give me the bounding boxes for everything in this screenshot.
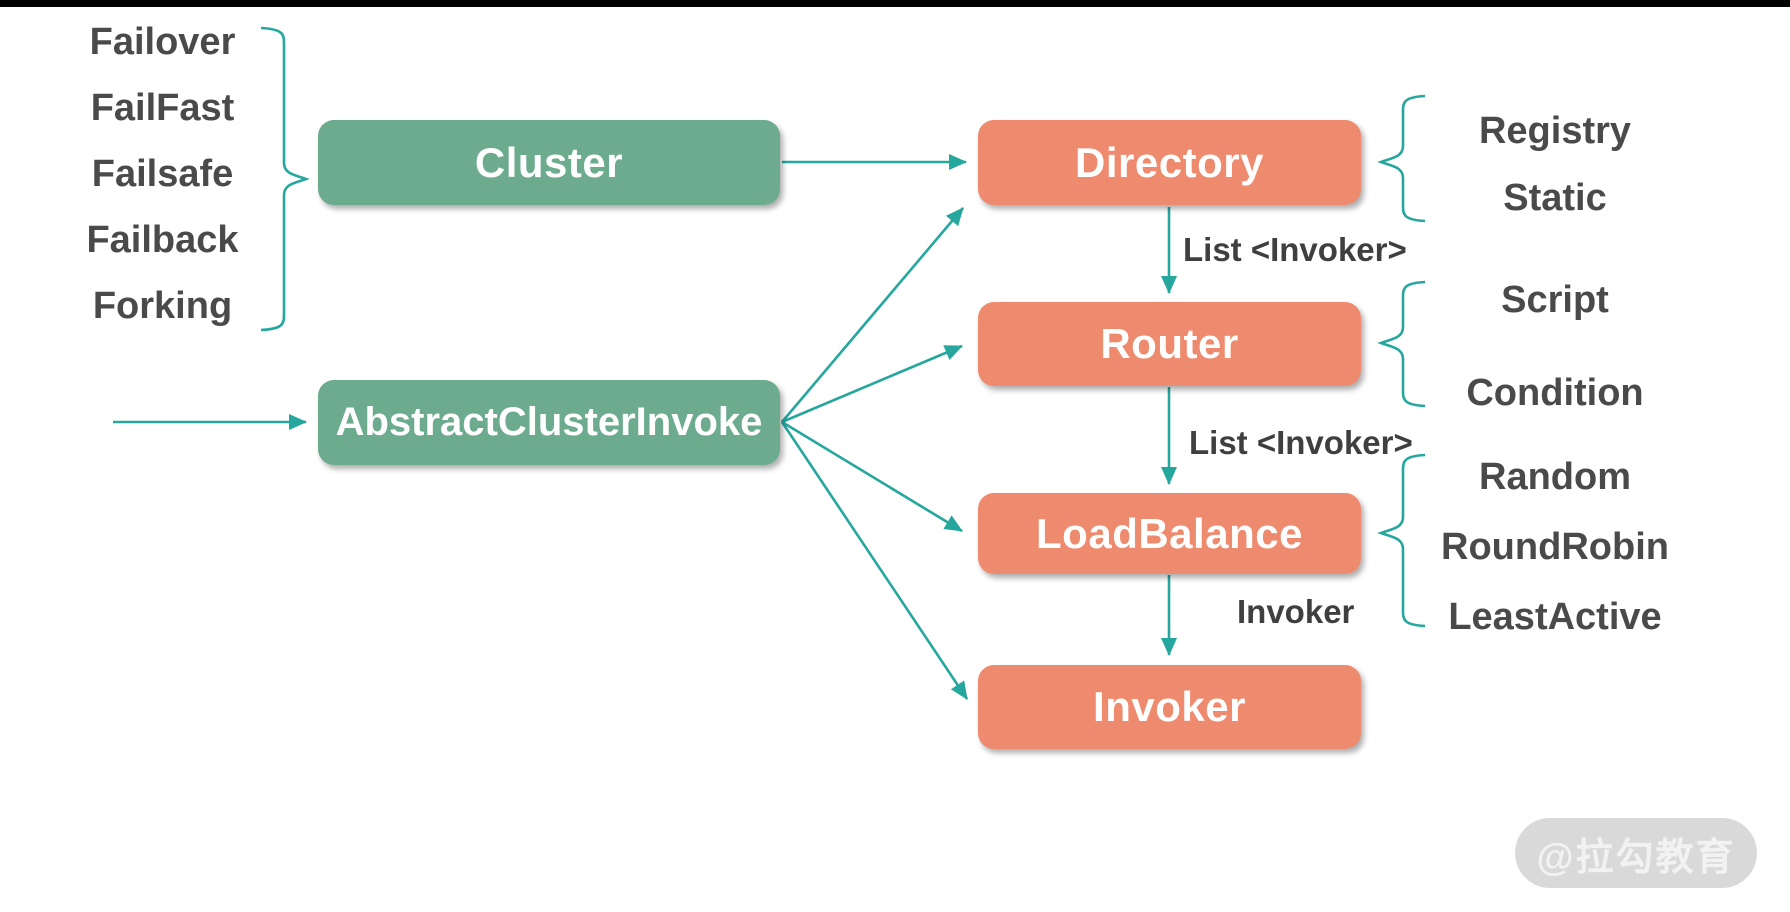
top-bar bbox=[0, 0, 1790, 7]
strategy-failsafe: Failsafe bbox=[91, 153, 234, 195]
node-cluster: Cluster bbox=[318, 120, 780, 205]
edge-aci-to-load-balance bbox=[781, 420, 963, 533]
node-load-balance: LoadBalance bbox=[978, 493, 1361, 574]
impl-static: Static bbox=[1503, 177, 1607, 219]
edge-label-list-invoker-1: List <Invoker> bbox=[1183, 231, 1407, 268]
impl-roundrobin: RoundRobin bbox=[1441, 526, 1669, 568]
node-invoker: Invoker bbox=[978, 665, 1361, 749]
node-directory: Directory bbox=[978, 120, 1361, 205]
impl-leastactive: LeastActive bbox=[1448, 596, 1662, 638]
edge-aci-to-router bbox=[781, 344, 963, 424]
watermark-badge: @拉勾教育 bbox=[1515, 818, 1757, 888]
strategy-forking: Forking bbox=[92, 285, 233, 327]
edge-label-list-invoker-2: List <Invoker> bbox=[1189, 424, 1413, 461]
impl-random: Random bbox=[1479, 456, 1631, 498]
impl-registry: Registry bbox=[1478, 110, 1632, 152]
brace-cluster-strategies bbox=[260, 26, 310, 332]
edge-label-invoker: Invoker bbox=[1237, 593, 1355, 630]
edge-aci-to-invoker bbox=[780, 421, 969, 700]
impl-script: Script bbox=[1501, 279, 1609, 321]
brace-load-balance-impls bbox=[1377, 453, 1426, 628]
strategy-failover: Failover bbox=[89, 21, 236, 63]
node-router: Router bbox=[978, 302, 1361, 386]
strategy-failfast: FailFast bbox=[90, 87, 235, 129]
strategy-failback: Failback bbox=[86, 219, 239, 261]
brace-directory-impls bbox=[1377, 94, 1426, 223]
edge-aci-to-directory bbox=[781, 207, 964, 423]
impl-condition: Condition bbox=[1466, 372, 1644, 414]
node-abstract-cluster-invoke: AbstractClusterInvoke bbox=[318, 380, 780, 465]
cluster-strategy-list: Failover FailFast Failsafe Failback Fork… bbox=[40, 9, 285, 339]
brace-router-impls bbox=[1377, 280, 1426, 408]
